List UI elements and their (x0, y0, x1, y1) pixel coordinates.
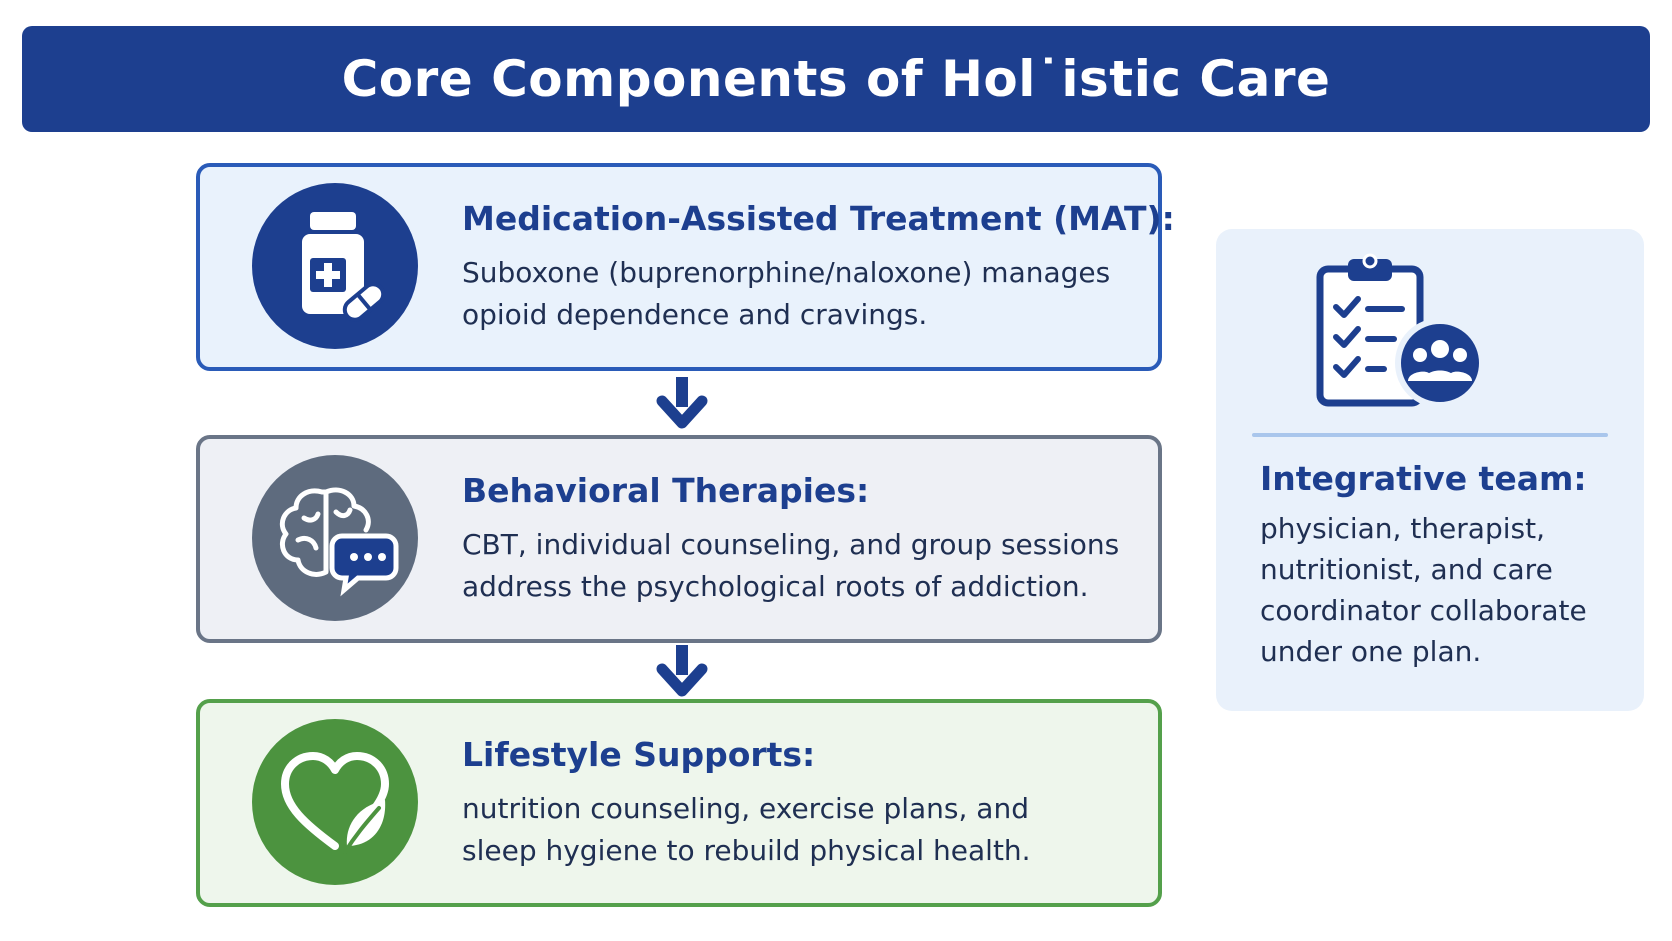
mat-title: Medication-Assisted Treatment (MAT): (462, 199, 1175, 238)
lifestyle-card: Lifestyle Supports: nutrition counseling… (196, 699, 1162, 907)
team-title: Integrative team: (1260, 459, 1587, 498)
behavioral-description: CBT, individual counseling, and group se… (462, 528, 1120, 603)
lifestyle-description: nutrition counseling, exercise plans, an… (462, 792, 1031, 867)
mat-description: Suboxone (buprenorphine/naloxone) manage… (462, 256, 1111, 331)
arrow-down-icon (656, 645, 708, 697)
page-title: Core Components of Hol˙istic Care (341, 50, 1331, 108)
medication-bottle-icon (252, 183, 418, 349)
lifestyle-title: Lifestyle Supports: (462, 735, 816, 774)
clipboard-team-icon (1314, 253, 1494, 411)
arrow-down-icon (656, 377, 708, 429)
brain-chat-icon (252, 455, 418, 621)
divider (1252, 433, 1608, 437)
title-banner: Core Components of Hol˙istic Care (22, 26, 1650, 132)
behavioral-card: Behavioral Therapies: CBT, individual co… (196, 435, 1162, 643)
integrative-team-panel: Integrative team: physician, therapist, … (1216, 229, 1644, 711)
mat-card: Medication-Assisted Treatment (MAT): Sub… (196, 163, 1175, 371)
team-description: physician, therapist, nutritionist, and … (1260, 512, 1587, 668)
heart-leaf-icon (252, 719, 418, 885)
behavioral-title: Behavioral Therapies: (462, 471, 870, 510)
